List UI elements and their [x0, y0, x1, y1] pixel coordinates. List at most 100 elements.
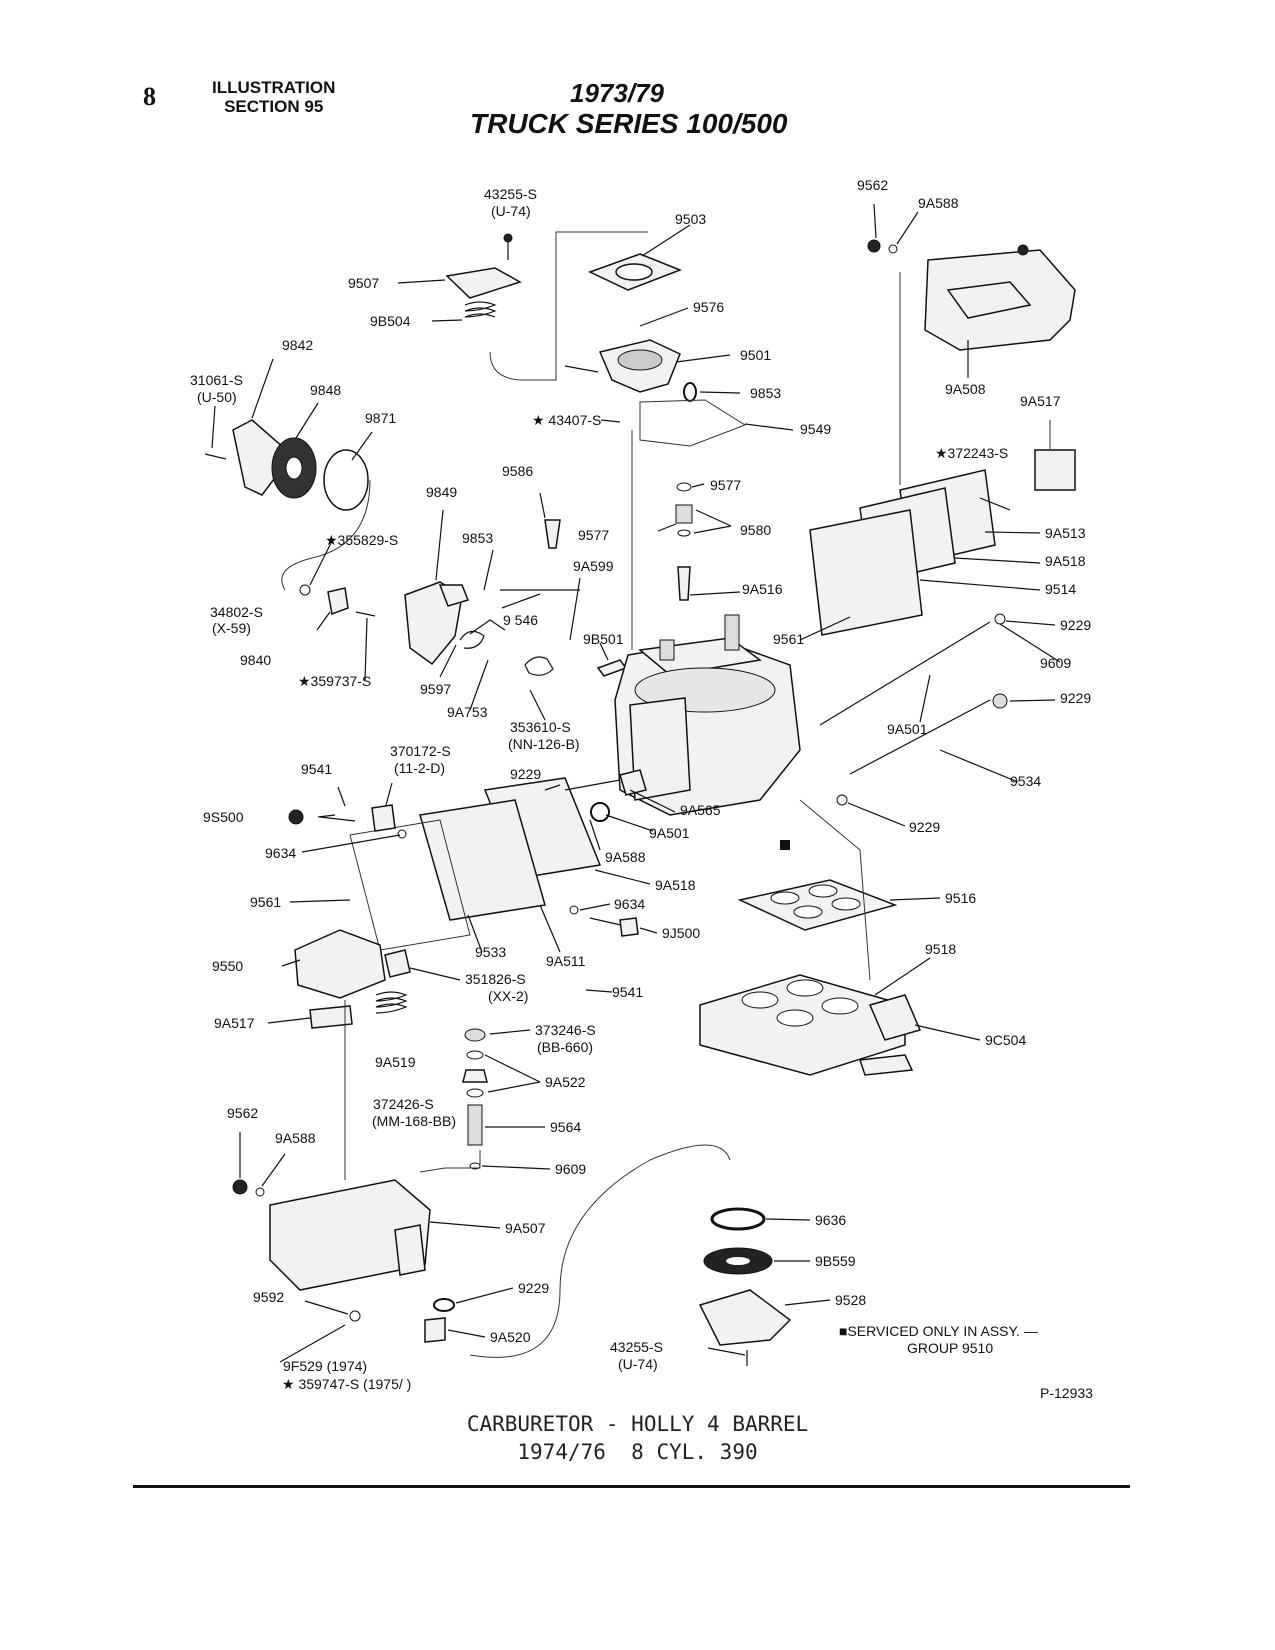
section-label: ILLUSTRATION SECTION 95 [212, 78, 335, 116]
part-label: 9561 [250, 894, 281, 910]
part-label: 9A517 [1020, 393, 1061, 409]
header-years: 1973/79 [570, 78, 664, 108]
section-label-line1: ILLUSTRATION [212, 78, 336, 97]
part-label: ★ 43407-S [532, 412, 601, 428]
part-label: 9 546 [503, 612, 538, 628]
part-label: 9B501 [583, 631, 624, 647]
part-label: 9580 [740, 522, 771, 538]
part-label: 9A588 [605, 849, 646, 865]
part-label: 9636 [815, 1212, 846, 1228]
part-label: 9514 [1045, 581, 1076, 597]
part-label: ★355829-S [325, 532, 398, 548]
divider-rule [133, 1485, 1130, 1488]
part-label: 9853 [750, 385, 781, 401]
part-label: 9B504 [370, 313, 411, 329]
part-label: 9848 [310, 382, 341, 398]
part-label: 351826-S [465, 971, 526, 987]
part-label: 9853 [462, 530, 493, 546]
part-label: 9609 [555, 1161, 586, 1177]
part-label: 9562 [227, 1105, 258, 1121]
part-label: 9A753 [447, 704, 488, 720]
part-label: 43255-S [610, 1339, 663, 1355]
part-label: 9A588 [918, 195, 959, 211]
part-label: 9562 [857, 177, 888, 193]
part-label: (MM-168-BB) [372, 1113, 456, 1129]
part-label: 9534 [1010, 773, 1041, 789]
figure-caption: CARBURETOR - HOLLY 4 BARREL 1974/76 8 CY… [0, 1410, 1275, 1466]
part-label: 9564 [550, 1119, 581, 1135]
service-note-line1: ■SERVICED ONLY IN ASSY. — [839, 1323, 1038, 1339]
part-label: 9A508 [945, 381, 986, 397]
part-label: 9541 [612, 984, 643, 1000]
part-label: 9516 [945, 890, 976, 906]
part-label: 9S500 [203, 809, 244, 825]
part-label: 9A516 [742, 581, 783, 597]
part-label: 370172-S [390, 743, 451, 759]
part-label: 9541 [301, 761, 332, 777]
part-label: ★ 359747-S (1975/ ) [282, 1376, 411, 1392]
part-label: 9229 [909, 819, 940, 835]
part-label: (U-74) [618, 1356, 658, 1372]
part-label: 9A518 [1045, 553, 1086, 569]
part-label: 9229 [518, 1280, 549, 1296]
part-label: 9871 [365, 410, 396, 426]
part-label: 9A511 [546, 953, 586, 969]
part-label: (X-59) [212, 620, 251, 636]
part-label: 372426-S [373, 1096, 434, 1112]
part-label: (11-2-D) [394, 760, 445, 776]
part-sketches [204, 231, 1076, 1366]
part-label: (BB-660) [537, 1039, 593, 1055]
part-label: (U-74) [491, 203, 531, 219]
caption-line2: 1974/76 8 CYL. 390 [517, 1440, 758, 1464]
part-label: 9A522 [545, 1074, 586, 1090]
part-label: 9549 [800, 421, 831, 437]
part-label: ★359737-S [298, 673, 371, 689]
part-label: 9B559 [815, 1253, 856, 1269]
part-label: 43255-S [484, 186, 537, 202]
leader-lines [211, 203, 1061, 1356]
part-label: (XX-2) [488, 988, 528, 1004]
caption-line1: CARBURETOR - HOLLY 4 BARREL [466, 1412, 809, 1436]
part-label: 9229 [1060, 617, 1091, 633]
part-label: 9A501 [887, 721, 928, 737]
part-label: 9597 [420, 681, 451, 697]
part-label: 9592 [253, 1289, 284, 1305]
part-label: 9609 [1040, 655, 1071, 671]
part-label: 9C504 [985, 1032, 1026, 1048]
part-label: 9F529 (1974) [283, 1358, 367, 1374]
part-label: 9A518 [655, 877, 696, 893]
part-label: 9528 [835, 1292, 866, 1308]
part-label: ★372243-S [935, 445, 1008, 461]
part-label: 9577 [710, 477, 741, 493]
part-label: 34802-S [210, 604, 263, 620]
part-labels: 43255-S (U-74) 9503 9562 9A588 9507 9576… [190, 177, 1091, 1392]
part-label: 9A519 [375, 1054, 416, 1070]
part-label: 9518 [925, 941, 956, 957]
part-label: 9586 [502, 463, 533, 479]
part-label: 9550 [212, 958, 243, 974]
part-label: 9561 [773, 631, 804, 647]
part-label: 9A517 [214, 1015, 255, 1031]
part-label: 9J500 [662, 925, 700, 941]
page-number: 8 [143, 82, 156, 111]
section-label-line2: SECTION 95 [224, 97, 324, 116]
part-label: 9A599 [573, 558, 614, 574]
part-label: 9A565 [680, 802, 721, 818]
header-series: TRUCK SERIES 100/500 [470, 108, 788, 139]
part-label: 9577 [578, 527, 609, 543]
part-label: 9A520 [490, 1329, 531, 1345]
part-label: 9229 [510, 766, 541, 782]
part-label: 9A501 [649, 825, 690, 841]
part-label: 9507 [348, 275, 379, 291]
drawing-number: P-12933 [1040, 1385, 1093, 1401]
part-label: 9A513 [1045, 525, 1086, 541]
service-note-line2: GROUP 9510 [907, 1340, 993, 1356]
part-label: 9533 [475, 944, 506, 960]
part-label: 9A588 [275, 1130, 316, 1146]
part-label: 373246-S [535, 1022, 596, 1038]
part-label: 9503 [675, 211, 706, 227]
part-label: 9840 [240, 652, 271, 668]
part-label: 9576 [693, 299, 724, 315]
